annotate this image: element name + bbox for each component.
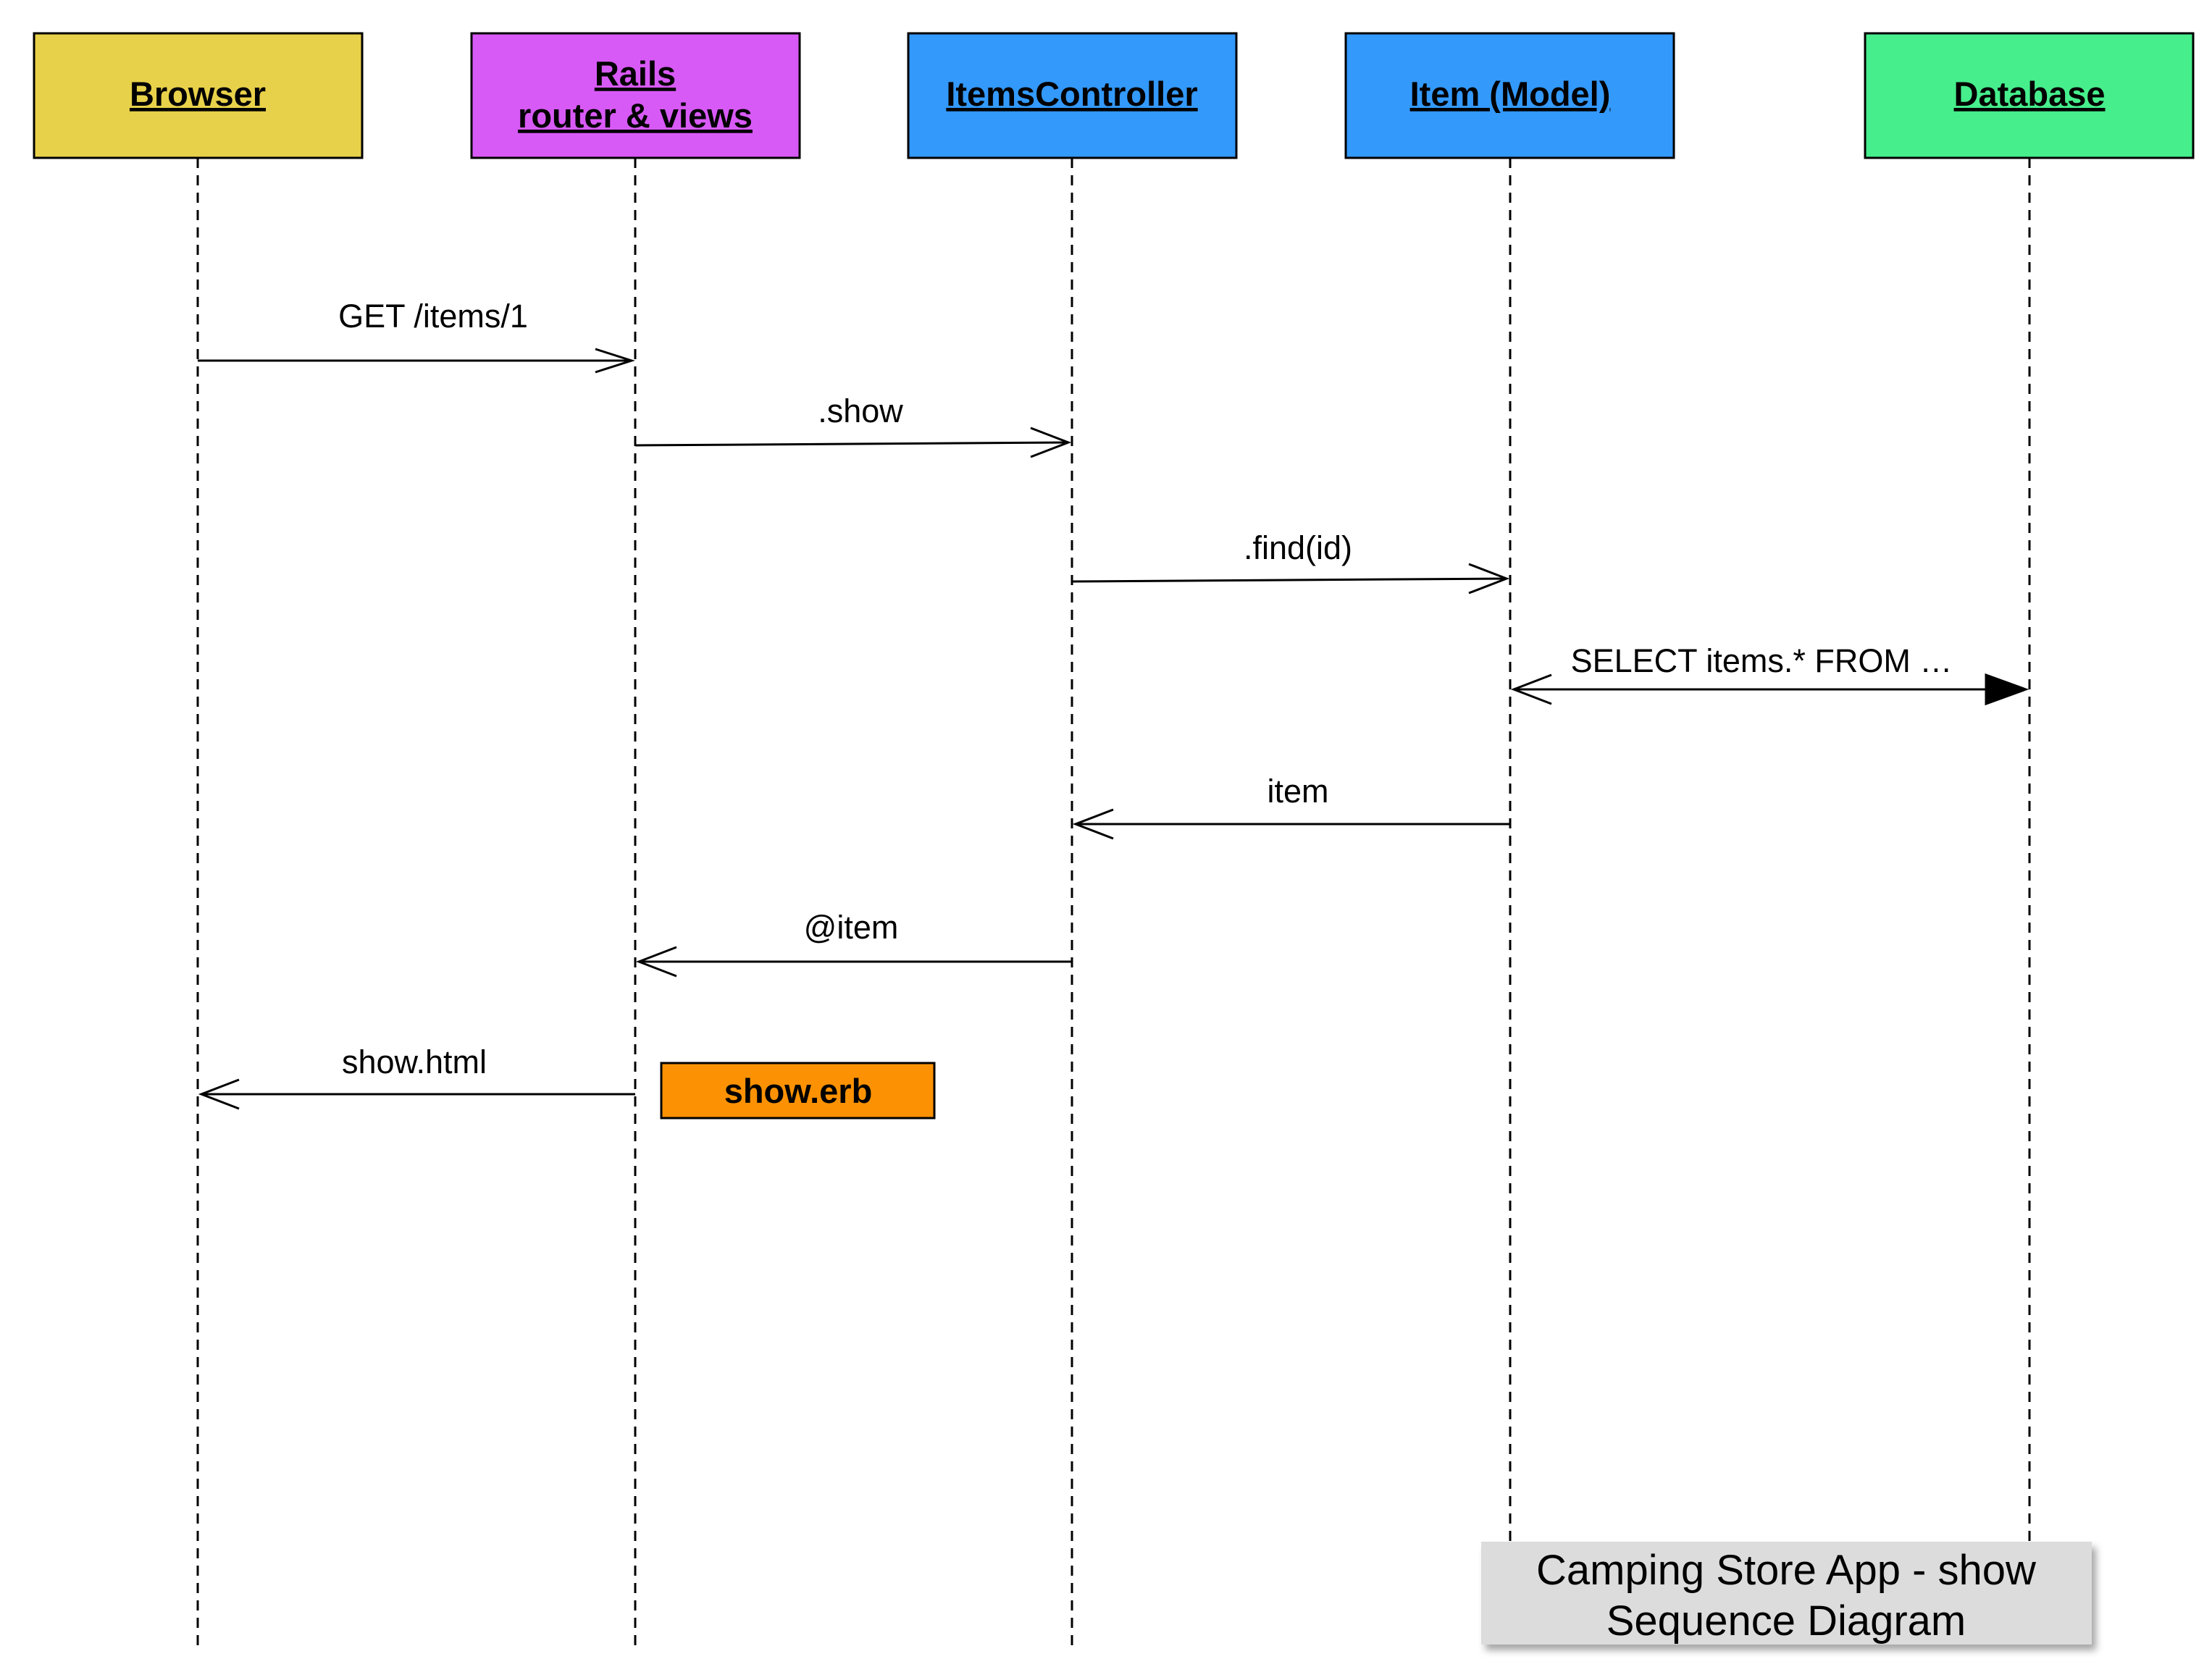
view-note-show-erb: show.erb	[660, 1062, 936, 1120]
open-arrowhead-icon	[635, 946, 677, 978]
message-at-item-return: @item	[635, 909, 1072, 978]
open-arrowhead-icon	[595, 348, 635, 374]
filled-arrowhead-icon	[1985, 673, 2029, 706]
actor-box-database	[1864, 32, 2195, 159]
actor-model: Item (Model)	[1344, 32, 1675, 159]
actor-box-controller	[907, 32, 1238, 159]
message-item-return: item	[1072, 773, 1510, 840]
message-label: show.html	[342, 1043, 487, 1080]
message-label: @item	[804, 909, 899, 946]
message-show: .show	[634, 392, 1072, 458]
message-label: GET /items/1	[338, 298, 528, 335]
open-arrowhead-icon	[1030, 427, 1072, 458]
open-arrowhead-icon	[1510, 673, 1552, 705]
message-find-id: .find(id)	[1071, 529, 1510, 595]
lifelines	[196, 158, 2031, 1651]
actor-label-browser: Browser	[130, 75, 266, 113]
message-label: .show	[818, 392, 903, 429]
note-box	[660, 1062, 936, 1120]
title-line1: Camping Store App - show	[1536, 1547, 2037, 1594]
actor-box-model	[1344, 32, 1675, 159]
title-box	[1481, 1542, 2092, 1645]
actor-label-rails-line1: Rails	[595, 54, 676, 93]
message-get-items: GET /items/1	[198, 298, 635, 374]
diagram-title-box: Camping Store App - show Sequence Diagra…	[1481, 1542, 2092, 1645]
actor-label-rails-line2: router & views	[518, 96, 753, 135]
actor-controller: ItemsController	[907, 32, 1238, 159]
actor-rails: Rails router & views	[470, 32, 801, 159]
actor-label-database: Database	[1954, 75, 2106, 113]
message-label: SELECT items.* FROM …	[1571, 642, 1953, 679]
actor-browser: Browser	[33, 32, 364, 159]
actor-database: Database	[1864, 32, 2195, 159]
actor-box-browser	[33, 32, 364, 159]
note-label: show.erb	[724, 1072, 873, 1110]
actor-label-model: Item (Model)	[1410, 75, 1611, 113]
actor-box-rails	[470, 32, 801, 159]
message-label: item	[1267, 773, 1328, 810]
message-arrow-line	[1071, 577, 1507, 583]
title-line2: Sequence Diagram	[1606, 1597, 1966, 1645]
actor-label-controller: ItemsController	[946, 75, 1197, 113]
open-arrowhead-icon	[198, 1078, 240, 1110]
message-arrow-line	[634, 441, 1069, 447]
open-arrowhead-icon	[1072, 808, 1114, 840]
message-label: .find(id)	[1244, 529, 1352, 566]
message-select-query: SELECT items.* FROM …	[1510, 642, 2029, 706]
open-arrowhead-icon	[1468, 563, 1510, 595]
message-show-html-return: show.html	[198, 1043, 635, 1110]
